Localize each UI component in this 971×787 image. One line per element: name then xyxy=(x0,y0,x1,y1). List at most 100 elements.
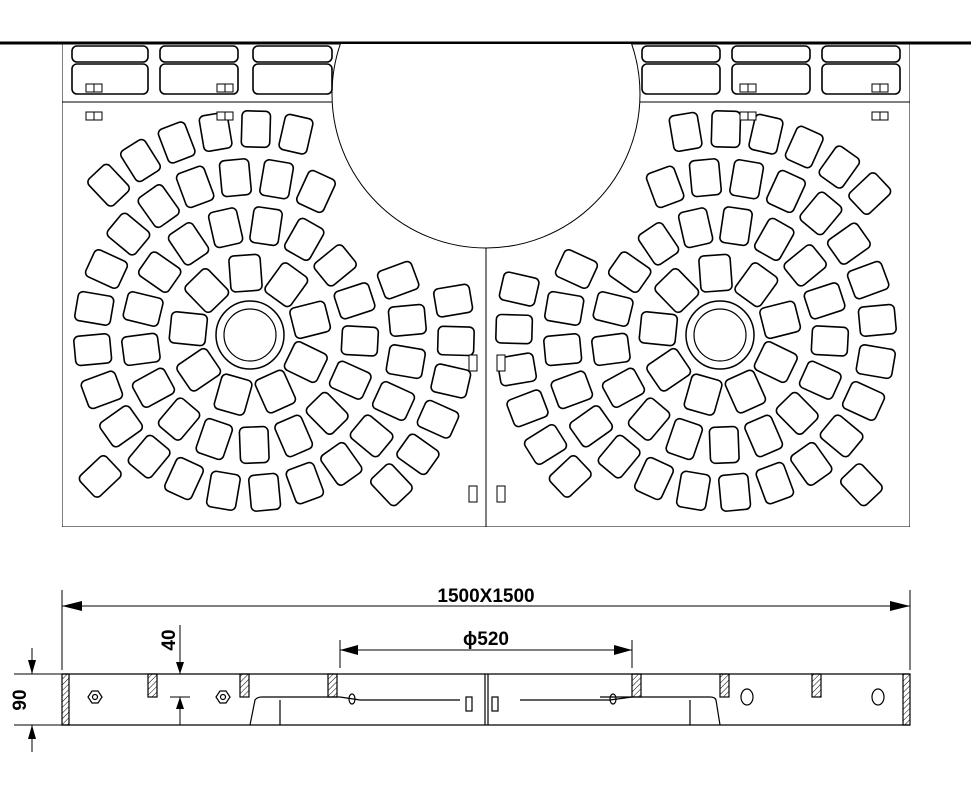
grate-slot xyxy=(543,332,583,367)
grate-slot xyxy=(821,45,901,63)
grate-slot xyxy=(846,260,890,300)
grate-slot xyxy=(710,110,742,149)
grate-slot xyxy=(637,221,680,266)
grate-slot xyxy=(601,367,646,409)
grate-slot xyxy=(755,461,795,505)
grate-slot xyxy=(207,207,244,249)
height-dimension-label: 90 xyxy=(10,689,31,710)
grate-slot xyxy=(677,207,714,249)
grate-slot xyxy=(783,244,827,287)
grate-slot xyxy=(205,470,241,511)
grate-slot xyxy=(748,113,784,155)
grate-slot xyxy=(159,63,239,95)
grate-slot xyxy=(157,397,201,441)
grate-slot xyxy=(289,300,332,340)
grate-slot xyxy=(259,159,295,200)
grate-slot xyxy=(295,169,337,214)
grate-slot xyxy=(548,455,592,498)
nut-icon xyxy=(215,690,231,704)
grate-slot xyxy=(240,110,272,149)
grate-slot xyxy=(633,456,675,501)
opening-dimension-label: ϕ520 xyxy=(463,629,509,650)
grate-slot xyxy=(638,310,679,347)
grate-slot xyxy=(80,370,124,410)
grate-slot xyxy=(724,369,767,414)
grate-slot xyxy=(753,340,798,384)
grate-slot xyxy=(313,244,357,287)
grate-slot xyxy=(436,325,475,357)
grate-slot xyxy=(137,184,180,229)
connector-lug xyxy=(496,485,506,503)
grate-slot xyxy=(127,434,171,479)
tree-opening xyxy=(331,44,641,249)
grate-slot xyxy=(826,222,871,265)
grate-slot xyxy=(371,380,416,422)
bolt-boss-right xyxy=(685,300,755,370)
grate-slot xyxy=(167,221,210,266)
grate-slot xyxy=(305,391,349,435)
grate-slot xyxy=(228,253,263,293)
grate-slots xyxy=(71,45,901,512)
grate-slot xyxy=(496,352,538,387)
grate-slot xyxy=(544,290,585,326)
connector-lugs xyxy=(85,83,889,503)
grate-slot xyxy=(283,340,328,384)
grate-slot xyxy=(799,191,843,236)
grate-slot xyxy=(798,360,842,400)
grate-slot xyxy=(340,325,380,357)
grate-slot xyxy=(99,405,144,448)
grate-slot xyxy=(592,291,634,327)
grate-slot xyxy=(506,389,549,428)
section-view xyxy=(61,673,911,726)
grate-slot xyxy=(717,472,752,512)
grate-slot xyxy=(607,251,652,294)
grate-slot xyxy=(396,433,440,476)
grate-slot xyxy=(176,347,222,392)
grate-slot xyxy=(252,63,333,95)
connector-lug xyxy=(468,485,478,503)
grate-slot xyxy=(550,370,594,410)
grate-slot xyxy=(385,344,426,380)
grate-slot xyxy=(591,332,631,367)
grate-slot xyxy=(759,300,802,340)
grate-slot xyxy=(198,111,233,153)
nut-icon xyxy=(87,690,103,704)
grate-slot xyxy=(569,405,614,448)
height-dimension: 90 xyxy=(10,648,62,752)
grate-slot xyxy=(731,63,811,95)
grate-slot xyxy=(195,417,234,461)
grate-slot xyxy=(119,138,162,183)
opening-dimension: ϕ520 xyxy=(339,629,633,668)
grate-slot xyxy=(641,63,721,95)
grate-slot xyxy=(675,470,711,511)
grate-slot xyxy=(376,260,420,300)
bolt-boss-left xyxy=(215,300,285,370)
grate-slot xyxy=(78,455,122,498)
grate-slot xyxy=(719,206,753,247)
grate-slot xyxy=(841,380,886,422)
grate-slot xyxy=(646,347,692,392)
grate-slot xyxy=(683,373,723,416)
grate-slot xyxy=(106,212,151,256)
grate-slot xyxy=(432,283,474,318)
grate-slot xyxy=(328,360,372,400)
grate-slot xyxy=(249,206,283,247)
grate-slot xyxy=(654,267,700,314)
grate-slot xyxy=(523,423,568,466)
grate-slot xyxy=(121,332,161,367)
grate-slot xyxy=(708,425,740,465)
grate-slot xyxy=(790,441,833,486)
grate-slot xyxy=(857,303,897,338)
grate-slot xyxy=(855,344,896,380)
grate-slot xyxy=(254,369,297,414)
grate-slot xyxy=(627,397,671,441)
grate-slot xyxy=(274,414,314,458)
grate-slot xyxy=(157,121,196,164)
grate-slot xyxy=(645,165,685,209)
grate-slot xyxy=(387,303,427,338)
grate-slot xyxy=(87,163,130,207)
grate-slot xyxy=(498,271,540,307)
grate-slot xyxy=(238,425,270,465)
grate-slot xyxy=(698,253,733,293)
grate-slot xyxy=(71,63,149,95)
